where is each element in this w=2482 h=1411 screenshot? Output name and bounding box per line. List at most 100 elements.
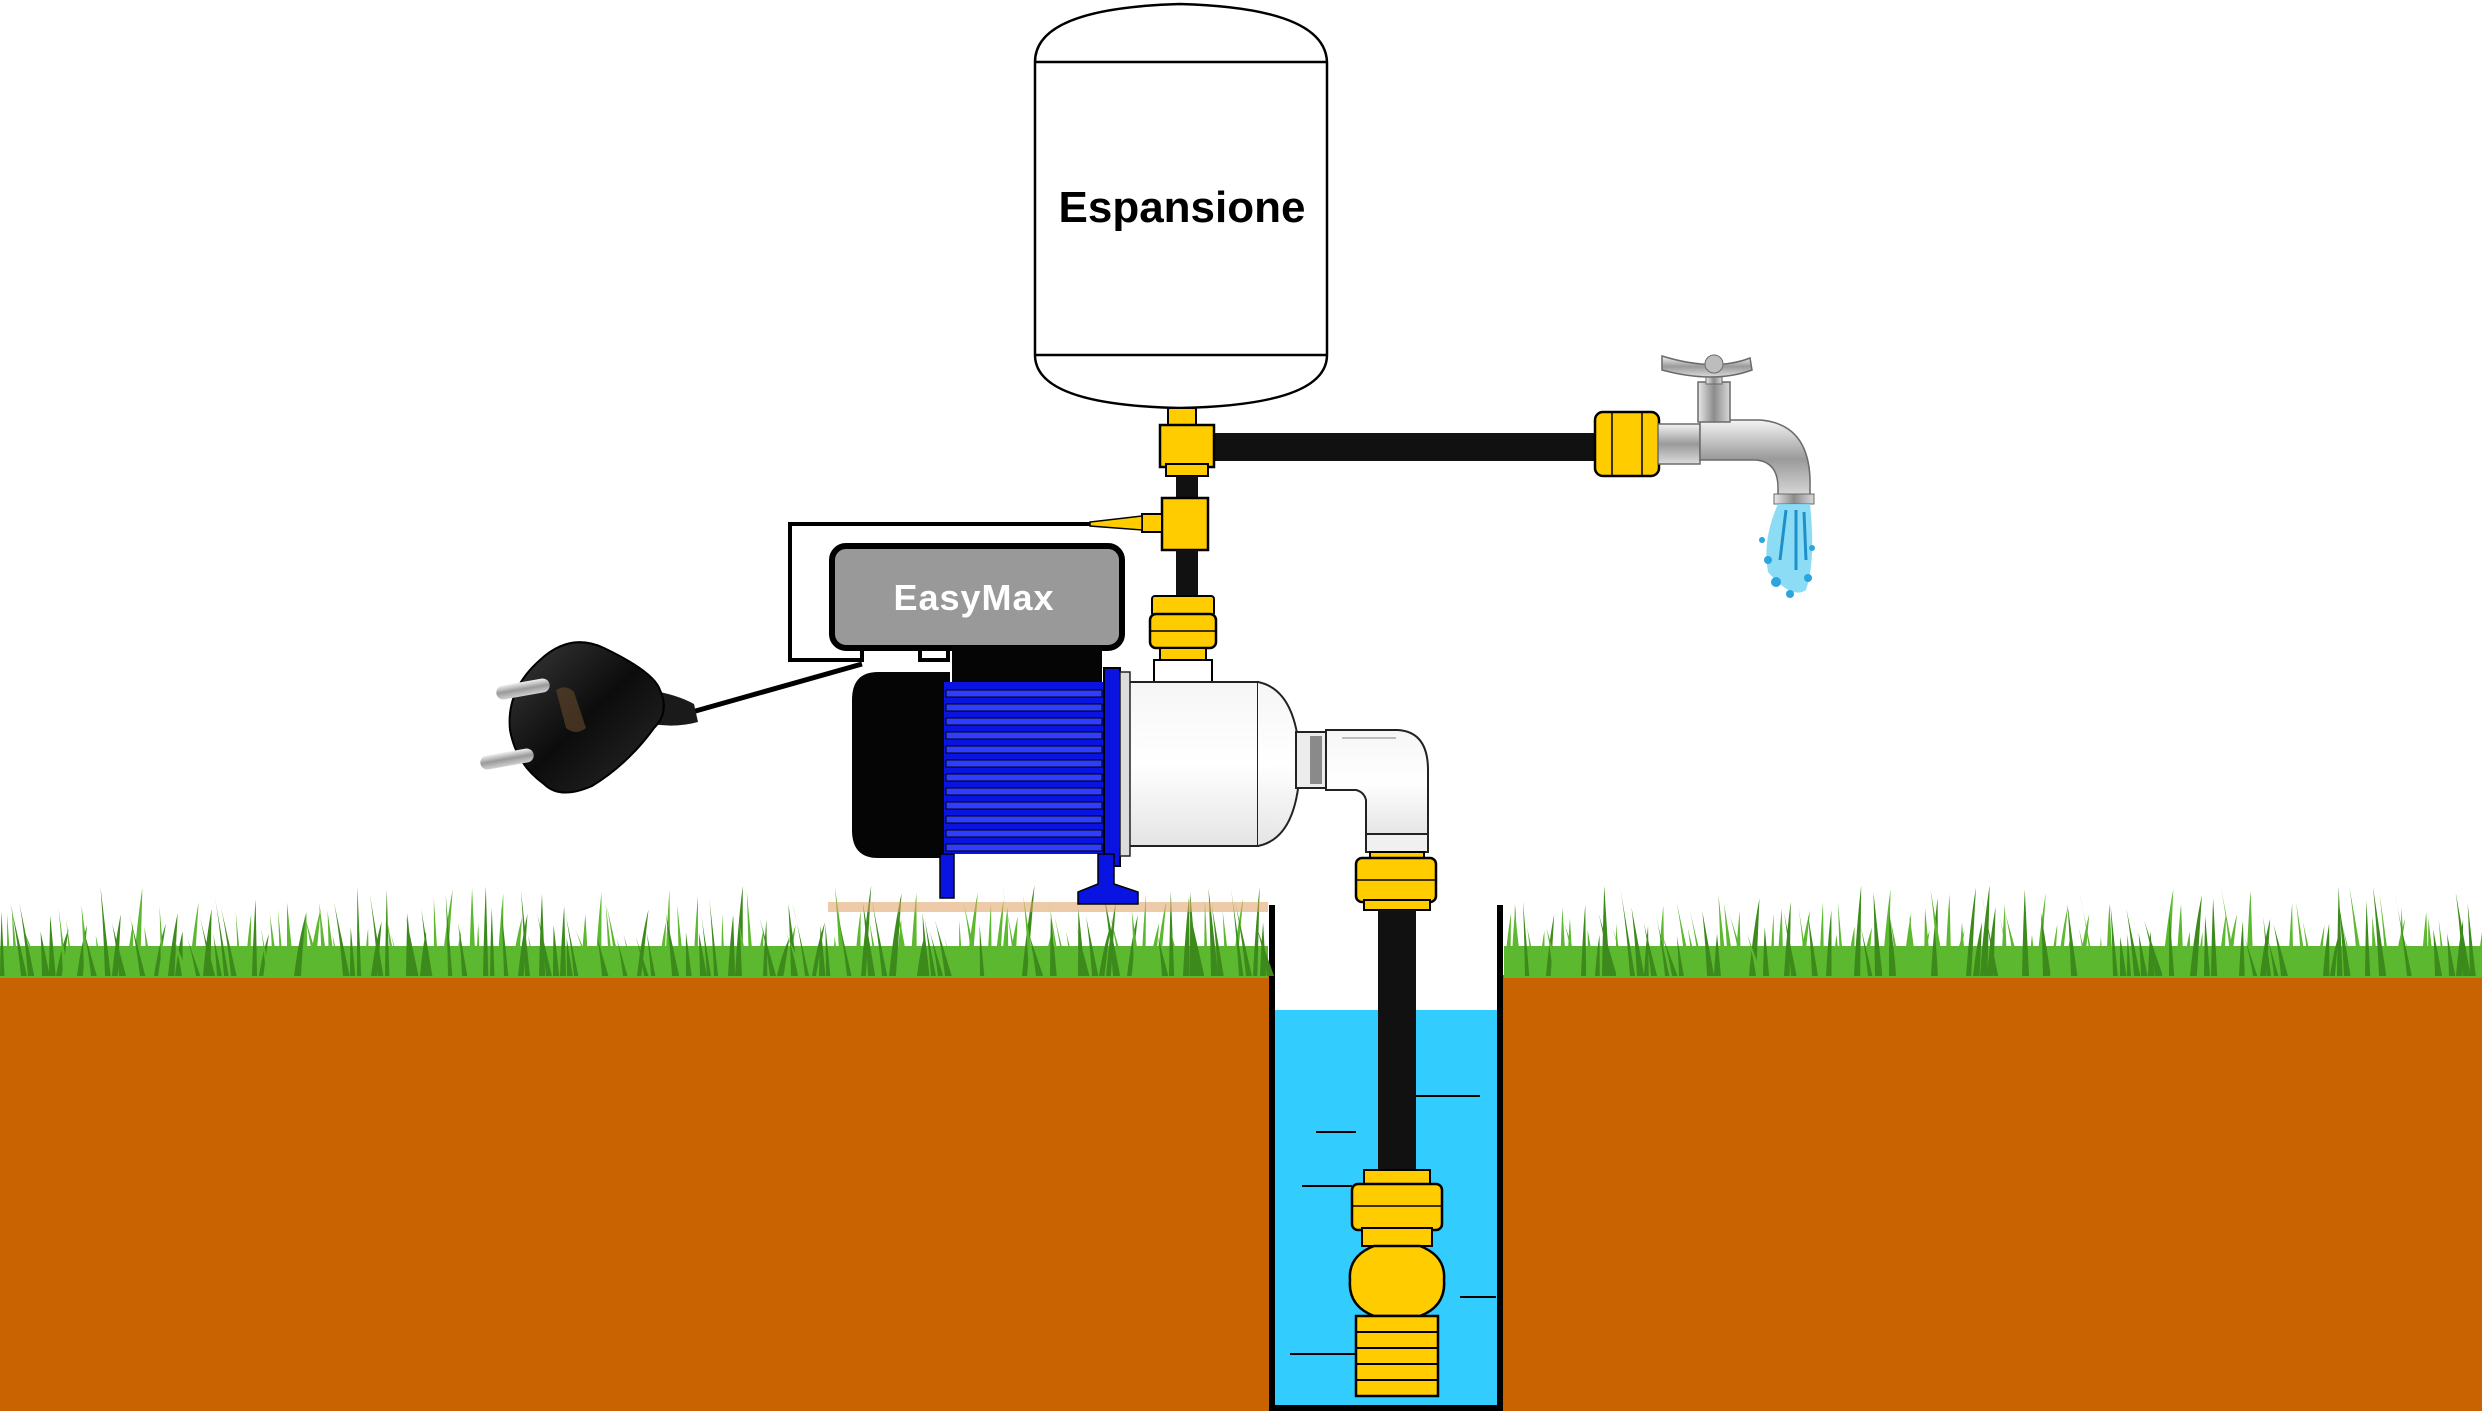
- motor-fin: [945, 731, 1103, 740]
- grass-blade: [1702, 910, 1715, 976]
- grass-blade: [213, 934, 222, 976]
- grass-blade: [2316, 925, 2325, 976]
- grass-blade: [1903, 912, 1912, 976]
- grass-blade: [812, 922, 825, 976]
- grass-blade: [701, 916, 712, 976]
- grass-blade: [1581, 904, 1587, 976]
- suction-union-bottom: [1350, 1182, 1444, 1232]
- grass-blade: [1155, 901, 1167, 976]
- grass-blade: [2126, 908, 2141, 976]
- grass-blade: [987, 903, 992, 976]
- grass-blade: [95, 935, 105, 976]
- grass-blade: [1746, 933, 1763, 976]
- grass-blade: [2005, 913, 2023, 976]
- motor-fin: [945, 801, 1103, 810]
- grass-blade: [537, 913, 552, 976]
- grass-blade: [1610, 922, 1629, 976]
- grass-blade: [2438, 918, 2447, 976]
- grass-blade: [1169, 891, 1175, 976]
- motor-fin: [945, 843, 1103, 852]
- suction-pipe: [1378, 910, 1416, 1172]
- grass-blade: [1889, 911, 1897, 976]
- grass-blade: [2220, 885, 2238, 976]
- grass-blade: [40, 931, 50, 976]
- grass-blade: [2197, 931, 2203, 976]
- grass-blade: [1882, 889, 1891, 976]
- grass-blade: [1043, 931, 1052, 976]
- grass-blade: [819, 925, 826, 976]
- pump-foot-right: [1077, 853, 1139, 905]
- grass-blade: [756, 928, 764, 976]
- grass-blade: [2263, 916, 2272, 976]
- vertical-pipe-lower: [1176, 550, 1198, 596]
- grass-blade: [455, 930, 462, 976]
- electric-plug-icon: [480, 641, 863, 794]
- grass-blade: [693, 895, 699, 976]
- grass-blade: [405, 916, 419, 976]
- grass-blade: [1687, 928, 1700, 976]
- grass-blade: [1141, 895, 1147, 976]
- grass-blade: [2239, 921, 2245, 976]
- grass-blade: [1188, 907, 1205, 976]
- grass-blade: [698, 932, 708, 976]
- control-wiring: [788, 522, 1090, 662]
- grass-blade: [929, 929, 944, 976]
- grass-blade: [1504, 913, 1511, 976]
- grass-blade: [1066, 931, 1077, 976]
- grass-blade: [637, 909, 649, 976]
- grass-blade: [386, 920, 404, 976]
- grass-blade: [1233, 895, 1252, 976]
- pump-base-mat: [828, 902, 1268, 912]
- motor-fin: [945, 689, 1103, 698]
- grass-blade: [1890, 919, 1903, 976]
- grass-blade: [2433, 929, 2443, 976]
- grass-blade: [1763, 927, 1770, 976]
- grass-blade: [2447, 933, 2456, 976]
- grass-blade: [518, 913, 528, 976]
- grass-blade: [458, 923, 468, 976]
- grass-blade: [854, 910, 861, 976]
- grass-blade: [235, 912, 243, 976]
- grass-blade: [917, 935, 925, 976]
- grass-blade: [2218, 913, 2227, 976]
- grass-blade: [2057, 905, 2069, 976]
- grass-blade: [483, 886, 489, 976]
- grass-blade: [966, 892, 978, 976]
- grass-blade: [792, 902, 810, 976]
- soil-right: [1502, 975, 2482, 1411]
- grass-blade: [1513, 901, 1523, 976]
- grass-blade: [294, 913, 307, 976]
- grass-blade: [7, 914, 12, 976]
- grass-blade: [198, 911, 216, 976]
- grass-blade: [1127, 914, 1138, 976]
- grass-blade: [1777, 908, 1784, 976]
- grass-blade: [2246, 890, 2254, 976]
- grass-blade: [369, 893, 384, 976]
- terminal-box: [952, 646, 1102, 684]
- grass-blade: [1183, 896, 1190, 976]
- grass-blade: [2079, 891, 2097, 976]
- grass-blade: [922, 912, 930, 976]
- grass-blade: [385, 911, 398, 976]
- grass-blade: [1729, 912, 1750, 976]
- grass-blade: [1631, 907, 1645, 976]
- grass-blade: [9, 902, 27, 976]
- grass-blade: [2323, 923, 2330, 976]
- grass-blade: [433, 898, 439, 976]
- grass-blade: [2394, 892, 2412, 976]
- grass-blade: [759, 917, 777, 976]
- easymax-controller: EasyMax: [829, 543, 1125, 651]
- grass-blade: [303, 914, 323, 976]
- grass-blade: [2379, 892, 2392, 976]
- grass-blade: [1222, 911, 1231, 976]
- motor-fin: [945, 829, 1103, 838]
- grass-blade: [133, 887, 143, 976]
- suction-elbow: [1325, 729, 1429, 837]
- grass-blade: [1511, 905, 1519, 976]
- grass-blade: [1522, 901, 1530, 976]
- grass-blade: [476, 923, 481, 976]
- grass-blade: [834, 899, 852, 976]
- grass-blade: [2330, 935, 2339, 976]
- expansion-tank: Espansione: [1033, 2, 1329, 410]
- grass-blade: [1783, 912, 1797, 976]
